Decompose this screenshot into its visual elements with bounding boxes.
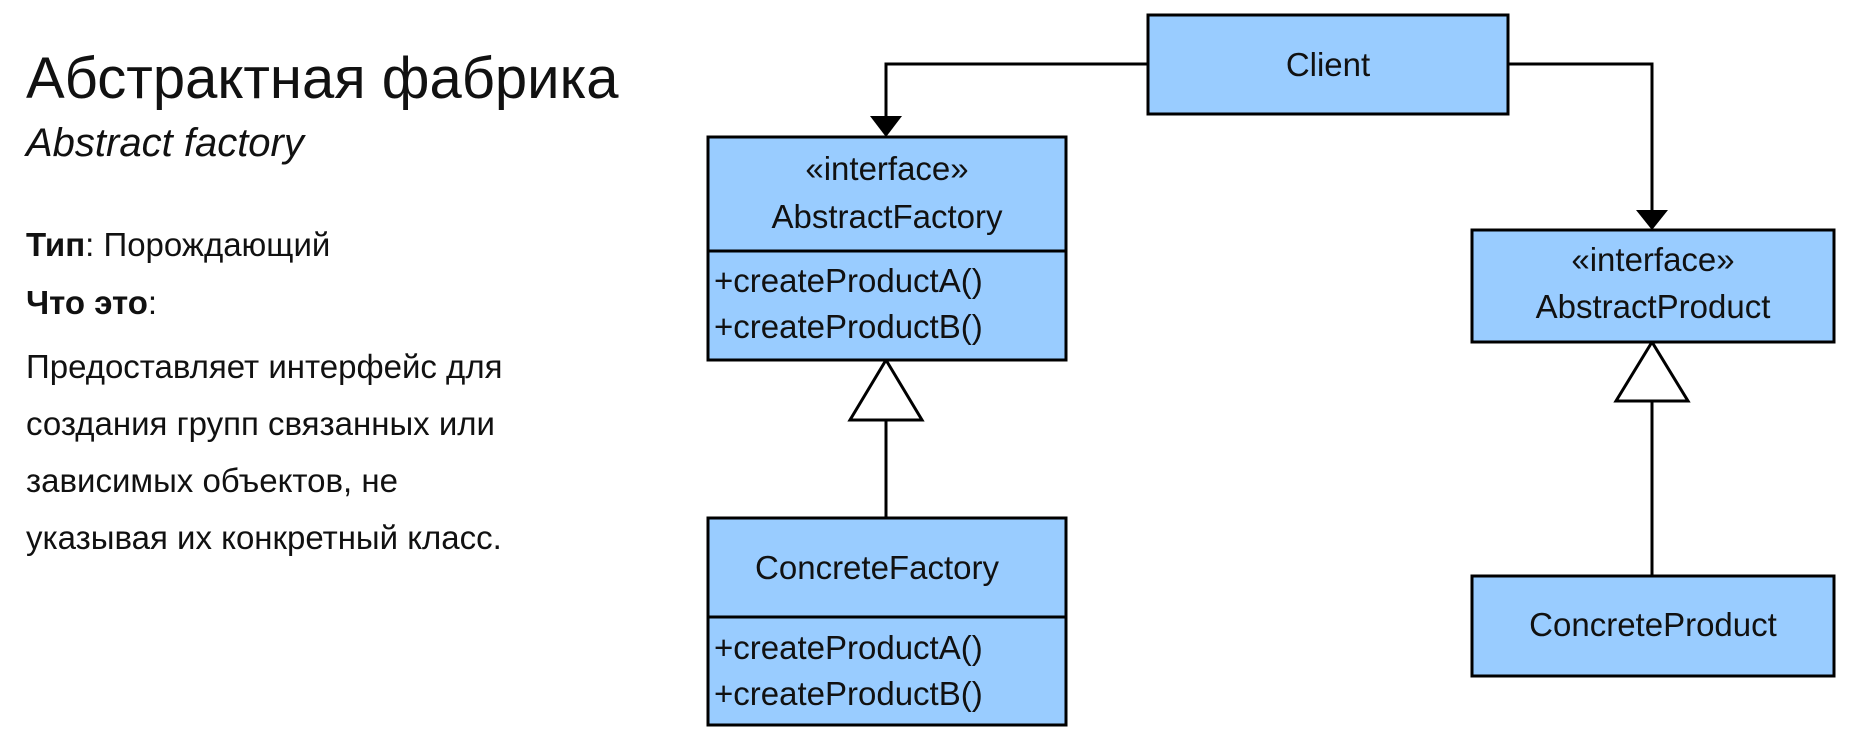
abstract-product-name: AbstractProduct [1536,288,1771,325]
abstract-product-box [1470,228,1836,344]
abstract-factory-stereotype: «interface» [805,150,968,187]
edge-client-to-abstract-factory [884,62,1148,120]
concrete-factory-name: ConcreteFactory [755,549,999,586]
arrowhead-client-to-abstract-product [1636,210,1668,230]
abstract-factory-method: +createProductB() [714,308,983,345]
abstract-factory-name: AbstractFactory [771,198,1003,235]
abstract-factory-box [706,135,1068,362]
description-line: создания групп связанных или [26,405,495,442]
description-line: зависимых объектов, не [26,462,398,499]
what-label: Что это [26,284,148,321]
client-box [1146,13,1510,116]
abstract-factory-method: +createProductA() [714,262,983,299]
page-subtitle: Abstract factory [26,121,304,165]
class-abstract-factory: «interface» AbstractFactory +createProdu… [706,135,1068,362]
edge-client-to-abstract-product [1508,62,1654,213]
description-line: Предоставляет интерфейс для [26,348,503,385]
page-title: Абстрактная фабрика [26,46,619,111]
type-value: Порождающий [103,226,331,263]
client-name: Client [1286,46,1370,83]
class-abstract-product: «interface» AbstractProduct [1470,228,1836,344]
arrowhead-client-to-abstract-factory [870,116,902,137]
what-is-it: Что это: [26,284,158,321]
concrete-product-name: ConcreteProduct [1529,606,1777,643]
description-line: указывая их конкретный класс. [26,519,502,556]
abstract-product-stereotype: «interface» [1571,241,1734,278]
pattern-description: Предоставляет интерфейс для создания гру… [26,338,502,566]
concrete-factory-box [706,516,1068,727]
class-concrete-product: ConcreteProduct [1470,574,1836,678]
concrete-product-box [1470,574,1836,678]
type-label: Тип [26,226,86,263]
class-client: Client [1146,13,1510,116]
class-concrete-factory: ConcreteFactory +createProductA() +creat… [706,516,1068,727]
concrete-factory-method: +createProductB() [714,675,983,712]
concrete-factory-method: +createProductA() [714,629,983,666]
generalization-arrowhead-product [1613,339,1691,403]
generalization-arrowhead-factory [847,357,925,422]
pattern-type: Тип: Порождающий [26,226,331,263]
